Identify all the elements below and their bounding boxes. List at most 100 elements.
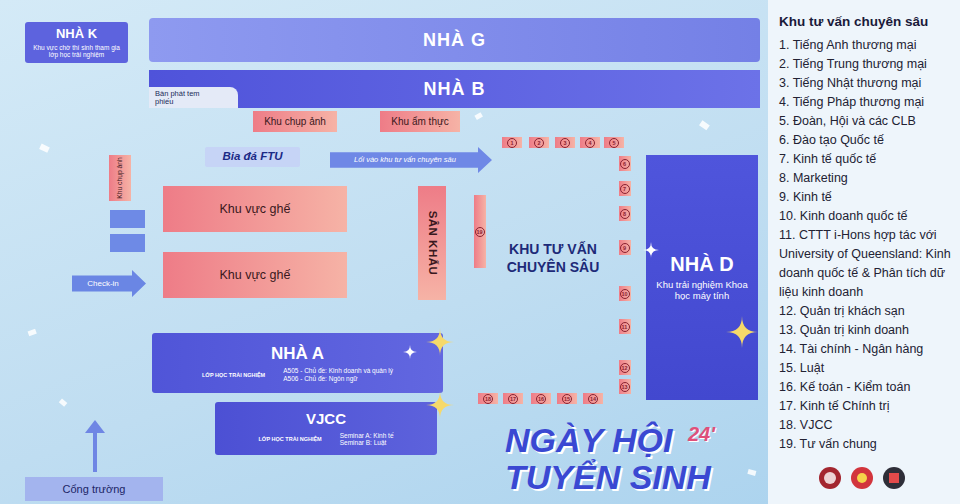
building-box: NHÀ B: [149, 70, 760, 108]
booth-number: 10: [620, 289, 630, 299]
confetti: [39, 144, 50, 153]
booth-number: 16: [536, 394, 546, 404]
node-title: Khu ẩm thực: [391, 116, 448, 128]
text-stack: A505 - Chủ đề: Kinh doanh và quản lýA506…: [283, 367, 393, 382]
class-label: LỚP HỌC TRẢI NGHIỆM: [202, 372, 265, 378]
zone-box: Khu ẩm thực: [380, 111, 460, 132]
list-item: 9. Kinh tế: [779, 188, 957, 207]
list-item: 16. Kế toán - Kiểm toán: [779, 378, 957, 397]
node-title: Bia đá FTU: [222, 150, 282, 163]
small-block: [110, 210, 145, 228]
booth-number: 6: [620, 159, 630, 169]
node-title: Check-in: [87, 279, 119, 288]
zone-box: Khu chụp ảnh: [109, 155, 131, 201]
booth-number: 5: [609, 138, 619, 148]
logo-badge: [824, 472, 836, 484]
logo-badge: [889, 473, 899, 483]
confetti: [699, 120, 710, 130]
booth-box: 14: [583, 393, 603, 404]
booth-box: 5: [604, 137, 624, 148]
logo-badge: [857, 473, 867, 483]
booth-box: 8: [619, 206, 631, 221]
gate-arrow-head: [85, 420, 105, 433]
list-item: 14. Tài chính - Ngân hàng: [779, 340, 957, 359]
building-box: VJCC LỚP HỌC TRẢI NGHIỆMSeminar A: Kinh t…: [215, 402, 437, 455]
logo-text: 24': [688, 423, 715, 446]
area-label: KHU TƯ VẤN CHUYÊN SÂU: [490, 241, 616, 276]
node-title: Khu vực ghế: [220, 268, 291, 282]
zone-box: Khu chụp ảnh: [253, 111, 337, 132]
list-item: 13. Quản trị kinh doanh: [779, 321, 957, 340]
booth-number: 13: [620, 382, 630, 392]
arrow-shape: [330, 147, 492, 173]
node-title: NHÀ B: [424, 79, 486, 100]
booth-box: 16: [531, 393, 551, 404]
rotated-frame: Khu chụp ảnh: [109, 155, 131, 201]
booth-number: 3: [560, 138, 570, 148]
booth-box: 1: [502, 137, 522, 148]
list-item: 1. Tiếng Anh thương mại: [779, 36, 957, 55]
star: [426, 328, 454, 356]
arrow-shape: [72, 270, 146, 297]
list-column: 1. Tiếng Anh thương mại2. Tiếng Trung th…: [779, 36, 957, 454]
node-title: Khu vực ghế: [220, 202, 291, 216]
rotated-frame: SÂN KHẤU: [418, 186, 446, 300]
list-item: 8. Marketing: [779, 169, 957, 188]
star: [426, 391, 454, 419]
building-box: NHÀ KKhu vực chờ thí sinh tham gia lớp h…: [25, 22, 128, 63]
booth-box: 11: [619, 319, 631, 334]
zone-label: Khu chụp ảnh: [116, 157, 123, 199]
logo-text: NGÀY HỘI: [505, 421, 673, 460]
confetti: [28, 329, 37, 336]
node-note: Khu trải nghiệm Khoa học máy tính: [654, 280, 750, 302]
list-item: 18. VJCC: [779, 416, 957, 435]
class-topic: Seminar B: Luật: [340, 439, 394, 446]
text-row: LỚP HỌC TRẢI NGHIỆM A505 - Chủ đề: Kinh d…: [202, 367, 393, 382]
class-topic: Seminar A: Kinh tế: [340, 432, 394, 439]
booth-box: 18: [478, 393, 498, 404]
booth-box: 17: [503, 393, 523, 404]
node-title: Lối vào khu tư vấn chuyên sâu: [354, 156, 456, 165]
list-item: 19. Tư vấn chung: [779, 435, 957, 454]
booth-box: 13: [619, 379, 631, 394]
stage-box: SÂN KHẤU: [418, 186, 446, 300]
node-title: NHÀ K: [56, 27, 97, 42]
gate-box: Cổng trường: [25, 477, 163, 501]
node-title: NHÀ D: [670, 253, 733, 276]
logo-badge: [883, 467, 905, 489]
list-item: 3. Tiếng Nhật thương mại: [779, 74, 957, 93]
gate-arrow-shaft: [93, 430, 97, 472]
list-item: 10. Kinh doanh quốc tế: [779, 207, 957, 226]
confetti: [747, 469, 756, 476]
booth-number: 8: [620, 209, 630, 219]
node-title: Bàn phát tem phiếu: [155, 90, 207, 106]
booth-number: 15: [562, 394, 572, 404]
booth-box: 6: [619, 156, 631, 171]
booth-number: 1: [507, 138, 517, 148]
list-panel: [768, 0, 960, 504]
zone-label: SÂN KHẤU: [425, 211, 438, 276]
booth-box: 10: [619, 286, 631, 301]
booth-number: 12: [620, 363, 630, 373]
text-row: LỚP HỌC TRẢI NGHIỆMSeminar A: Kinh tếSem…: [258, 432, 393, 447]
text-stack: Seminar A: Kinh tếSeminar B: Luật: [340, 432, 394, 447]
list-item: 5. Đoàn, Hội và các CLB: [779, 112, 957, 131]
star: [643, 242, 659, 258]
booth-box: 7: [619, 181, 631, 196]
node-title: NHÀ G: [423, 30, 486, 51]
list-item: 11. CTTT i-Hons hợp tác với University o…: [779, 226, 957, 302]
list-item: 17. Kinh tế Chính trị: [779, 397, 957, 416]
logo-badge: [819, 467, 841, 489]
booth-box: 12: [619, 360, 631, 375]
booth-number: 18: [483, 394, 493, 404]
booth-number: 14: [588, 394, 598, 404]
booth-box: 3: [555, 137, 575, 148]
building-name: VJCC: [306, 410, 346, 427]
list-item: 7. Kinh tế quốc tế: [779, 150, 957, 169]
list-item: 6. Đào tạo Quốc tế: [779, 131, 957, 150]
booth-number: 19: [475, 227, 485, 237]
list-item: 4. Tiếng Pháp thương mại: [779, 93, 957, 112]
booth-number: 4: [585, 138, 595, 148]
